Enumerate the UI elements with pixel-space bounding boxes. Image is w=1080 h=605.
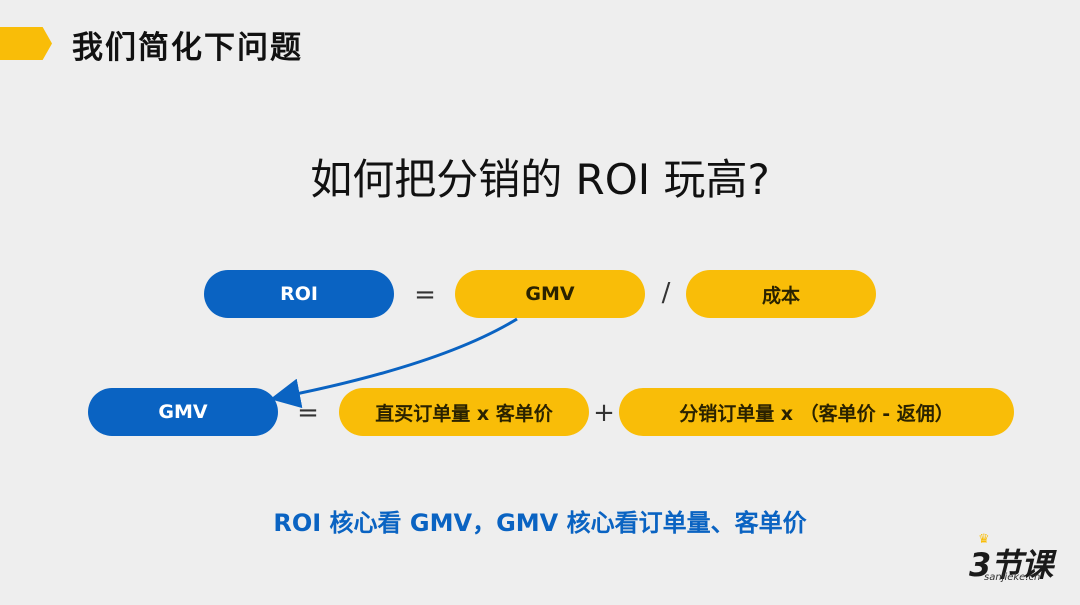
page-title: 我们简化下问题 <box>72 30 303 66</box>
header-accent-tag <box>0 27 52 60</box>
brand-logo: ♛ 3节课 sanjieke.cn <box>966 530 1056 585</box>
distribution-orders-pill: 分销订单量 x （客单价 - 返佣） <box>619 388 1014 436</box>
plus-sign: + <box>593 398 615 428</box>
gmv-definition-pill: GMV <box>88 388 278 436</box>
gmv-pill: GMV <box>455 270 645 318</box>
roi-pill: ROI <box>204 270 394 318</box>
equals-sign: = <box>414 280 436 310</box>
cost-pill: 成本 <box>686 270 876 318</box>
direct-orders-pill: 直买订单量 x 客单价 <box>339 388 589 436</box>
summary-text: ROI 核心看 GMV，GMV 核心看订单量、客单价 <box>273 509 807 537</box>
main-question: 如何把分销的 ROI 玩高? <box>310 155 770 204</box>
logo-subtext: sanjieke.cn <box>984 572 1041 583</box>
equals-sign-2: = <box>297 398 319 428</box>
logo-text: 3节课 <box>969 546 1053 584</box>
crown-icon: ♛ <box>978 532 990 547</box>
divide-sign: / <box>661 278 671 308</box>
